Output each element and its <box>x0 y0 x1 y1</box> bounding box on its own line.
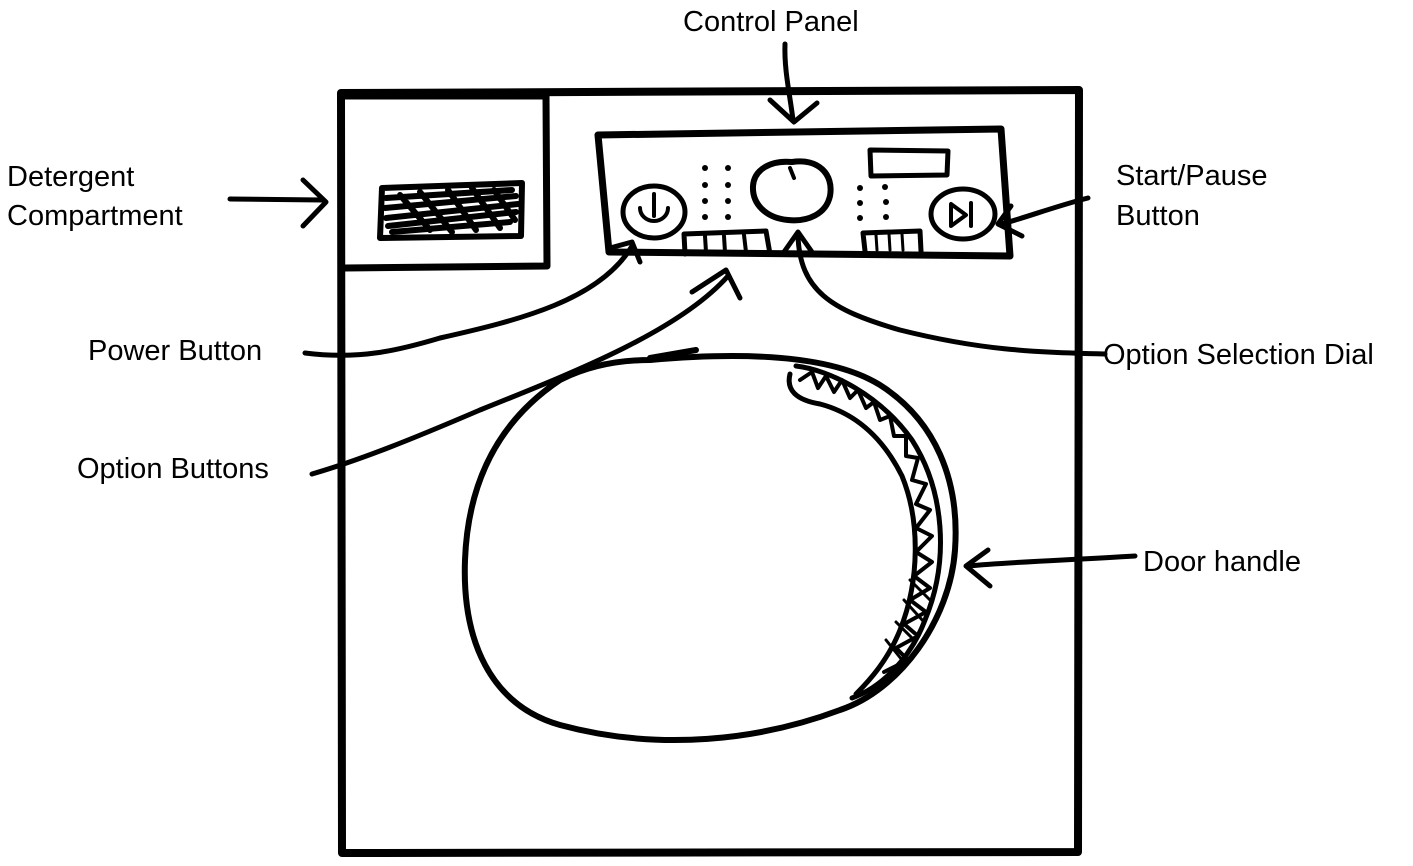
control-panel <box>594 125 1014 260</box>
detergent-compartment <box>341 92 551 272</box>
label-option-selection-dial: Option Selection Dial <box>1103 339 1374 371</box>
play-pause-icon <box>949 201 973 228</box>
label-option-buttons: Option Buttons <box>77 453 269 485</box>
arrow-detergent <box>227 177 329 229</box>
label-detergent-compartment-line2: Compartment <box>7 200 183 232</box>
label-start-pause-line2: Button <box>1116 200 1200 232</box>
start-pause-button[interactable] <box>928 186 998 242</box>
option-buttons-left[interactable] <box>681 228 773 257</box>
arrow-control-panel <box>767 41 820 125</box>
label-control-panel: Control Panel <box>683 6 859 38</box>
door-handle <box>786 363 943 701</box>
arrow-option-buttons <box>309 267 743 477</box>
machine-body <box>337 86 1083 857</box>
indicator-dots-left <box>702 165 731 220</box>
arrow-option-dial <box>781 229 1108 357</box>
display-window <box>867 147 951 179</box>
arrow-start-pause <box>995 195 1091 239</box>
label-start-pause-line1: Start/Pause <box>1116 160 1268 192</box>
label-detergent-compartment-line1: Detergent <box>7 161 135 193</box>
option-buttons-right[interactable] <box>860 228 924 254</box>
label-door-handle: Door handle <box>1143 546 1301 578</box>
power-symbol-icon <box>638 192 670 223</box>
power-button[interactable] <box>620 183 688 241</box>
arrow-power-button <box>302 239 643 358</box>
label-power-button: Power Button <box>88 335 263 367</box>
arrow-door-handle <box>963 547 1138 589</box>
door <box>461 347 959 744</box>
detergent-drawer-scribble <box>377 180 525 241</box>
indicator-dots-right <box>857 184 889 221</box>
option-selection-dial[interactable] <box>750 158 834 224</box>
